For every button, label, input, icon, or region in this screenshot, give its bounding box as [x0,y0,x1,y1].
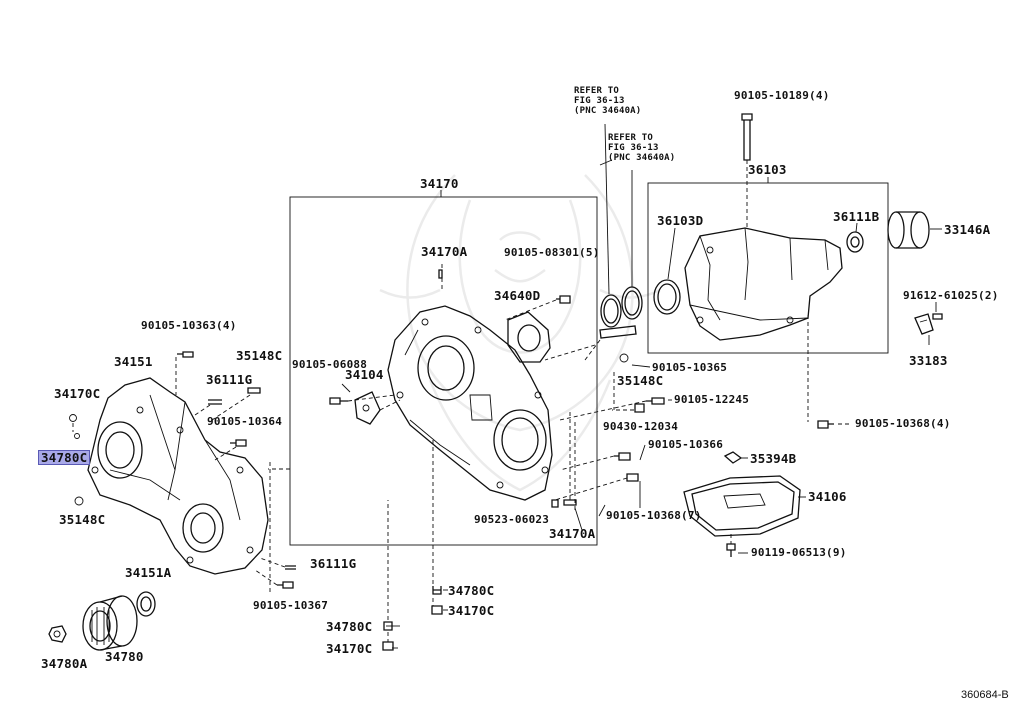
part-label-34780C-right[interactable]: 34780C [448,583,495,598]
bracket-33183 [914,313,934,335]
part-label-90105-12245[interactable]: 90105-12245 [674,393,750,406]
part-label-33146A[interactable]: 33146A [944,222,991,237]
part-label-34780A[interactable]: 34780A [41,656,88,671]
part-label-34170A-bottom[interactable]: 34170A [549,526,596,541]
part-label-34780C-highlighted[interactable]: 34780C [38,450,91,465]
part-label-90105-10367[interactable]: 90105-10367 [253,599,329,612]
bushing-36111B [846,231,864,253]
part-label-35394B[interactable]: 35394B [750,451,797,466]
part-label-34170C-right[interactable]: 34170C [448,603,495,618]
part-label-34170[interactable]: 34170 [420,176,459,191]
part-label-90105-10368-7[interactable]: 90105-10368(7) [606,509,702,522]
part-label-33183[interactable]: 33183 [909,353,948,368]
part-label-34780[interactable]: 34780 [105,649,144,664]
part-label-91612-61025[interactable]: 91612-61025(2) [903,289,999,302]
part-label-90523-06023[interactable]: 90523-06023 [474,513,550,526]
watermark-emblem [379,174,661,492]
part-label-90105-10368-4[interactable]: 90105-10368(4) [855,417,951,430]
part-label-36111B[interactable]: 36111B [833,209,880,224]
transfer-case-housing [87,377,269,575]
oil-seal-34151A [136,591,156,617]
part-label-90105-10365[interactable]: 90105-10365 [652,361,728,374]
part-label-35148C-top[interactable]: 35148C [236,348,283,363]
transfer-plate-34170 [387,305,553,501]
refer-line: (PNC 34640A) [608,153,676,163]
part-label-34151A[interactable]: 34151A [125,565,172,580]
part-label-90119-06513[interactable]: 90119-06513(9) [751,546,847,559]
part-label-90430-12034[interactable]: 90430-12034 [603,420,679,433]
bearing-34780 [82,595,138,651]
part-label-90105-10363[interactable]: 90105-10363(4) [141,319,237,332]
retainer-34640D [507,311,551,363]
oil-pan-34106 [683,475,801,537]
part-label-90105-06088[interactable]: 90105-06088 [292,358,368,371]
deflector-34104 [354,391,381,425]
refer-line: REFER TO [574,86,619,96]
part-label-35148C-mid[interactable]: 35148C [617,373,664,388]
part-label-34170A[interactable]: 34170A [421,244,468,259]
part-label-90105-10366[interactable]: 90105-10366 [648,438,724,451]
figure-code: 360684-B [961,689,1009,701]
part-label-36111G-bottom[interactable]: 36111G [310,556,357,571]
gasket-36103D [653,279,681,315]
refer-line: FIG 36-13 [608,143,659,153]
part-label-34104[interactable]: 34104 [345,367,384,382]
part-label-36111G-top[interactable]: 36111G [206,372,253,387]
refer-note-1: REFER TO FIG 36-13 (PNC 34640A) [574,86,641,116]
part-label-34151[interactable]: 34151 [114,354,153,369]
part-label-90105-10364[interactable]: 90105-10364 [207,415,283,428]
refer-line: REFER TO [608,133,653,143]
part-label-90105-10189[interactable]: 90105-10189(4) [734,89,830,102]
part-label-35148C-bottom[interactable]: 35148C [59,512,106,527]
dust-cover-33146A [887,211,930,249]
part-label-34106[interactable]: 34106 [808,489,847,504]
refer-line: (PNC 34640A) [574,106,642,116]
part-label-36103D[interactable]: 36103D [657,213,704,228]
part-label-34170C-left2[interactable]: 34170C [326,641,373,656]
group-box-34170 [289,196,598,546]
refer-line: FIG 36-13 [574,96,625,106]
part-label-34170C-left[interactable]: 34170C [54,386,101,401]
extension-housing-36103 [684,227,843,341]
part-label-36103[interactable]: 36103 [748,162,787,177]
refer-note-2: REFER TO FIG 36-13 (PNC 34640A) [608,133,675,163]
part-label-34640D[interactable]: 34640D [494,288,541,303]
part-label-90105-08301[interactable]: 90105-08301(5) [504,246,600,259]
part-label-34780C-left[interactable]: 34780C [326,619,373,634]
plug-34780A [48,625,67,643]
